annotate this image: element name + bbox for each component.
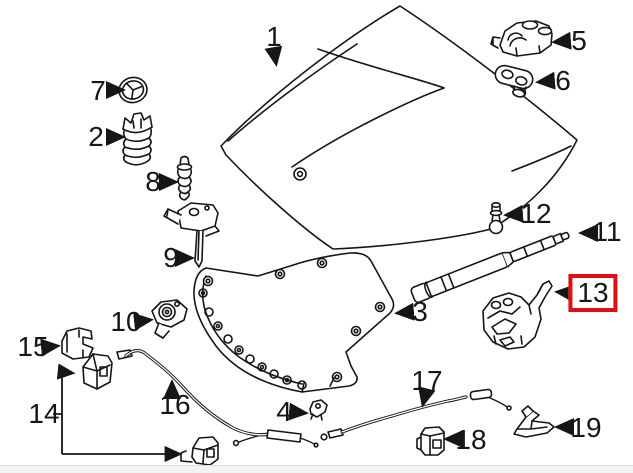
clamp-14a-drawing (82, 353, 113, 390)
callout-7[interactable]: 7 (90, 75, 106, 106)
cable-guide-19-drawing (513, 405, 555, 438)
callout-6[interactable]: 6 (555, 65, 571, 96)
callout-12[interactable]: 12 (520, 198, 552, 229)
callout-19[interactable]: 19 (570, 412, 602, 443)
arrow-13 (554, 284, 575, 303)
callout-14[interactable]: 14 (28, 398, 60, 429)
callout-16[interactable]: 16 (159, 389, 191, 420)
callout-1[interactable]: 1 (266, 21, 282, 52)
callout-3[interactable]: 3 (412, 296, 428, 327)
clamp-14b-drawing (180, 436, 219, 466)
pad-scallop-holes (198, 288, 307, 390)
callout-11[interactable]: 11 (592, 216, 622, 247)
arrow-4 (288, 402, 309, 421)
arrow-3 (394, 302, 415, 321)
pad-mount-holes (202, 257, 386, 383)
arrow-15 (40, 338, 61, 357)
buffer-large-drawing (122, 112, 153, 166)
callout-13-highlighted[interactable]: 13 (568, 274, 618, 312)
footer-strip (0, 465, 633, 473)
callout-5[interactable]: 5 (571, 25, 587, 56)
callout-18[interactable]: 18 (455, 424, 487, 455)
callout-9[interactable]: 9 (163, 242, 179, 273)
ball-stud-drawing (488, 202, 504, 235)
bracket-drawing (163, 202, 220, 268)
callout-15[interactable]: 15 (17, 331, 49, 362)
arrow-10 (133, 312, 154, 331)
leader-14 (53, 363, 183, 463)
cable-clip-18-drawing (416, 426, 445, 456)
gas-strut-drawing (410, 231, 570, 304)
hood-hinge-drawing (490, 20, 553, 57)
insulation-pad-drawing (193, 252, 395, 393)
clip-15-drawing (61, 327, 94, 360)
release-cable-front-drawing (116, 349, 319, 448)
arrow-1 (264, 45, 283, 67)
callout-2[interactable]: 2 (88, 121, 104, 152)
callout-arrows (40, 31, 598, 463)
hood-latch-drawing (482, 280, 553, 350)
arrow-6 (535, 71, 556, 90)
callout-8[interactable]: 8 (145, 166, 161, 197)
callout-4[interactable]: 4 (276, 396, 292, 427)
callout-10[interactable]: 10 (110, 306, 142, 337)
cable-clip-4-drawing (309, 399, 328, 421)
callout-17[interactable]: 17 (411, 365, 443, 396)
arrow-17 (418, 386, 436, 408)
striker-plate-drawing (151, 299, 188, 339)
arrow-12 (503, 204, 524, 223)
hinge-plate-drawing (494, 64, 534, 98)
arrow-5 (551, 31, 572, 50)
buffer-small-drawing (176, 155, 193, 201)
